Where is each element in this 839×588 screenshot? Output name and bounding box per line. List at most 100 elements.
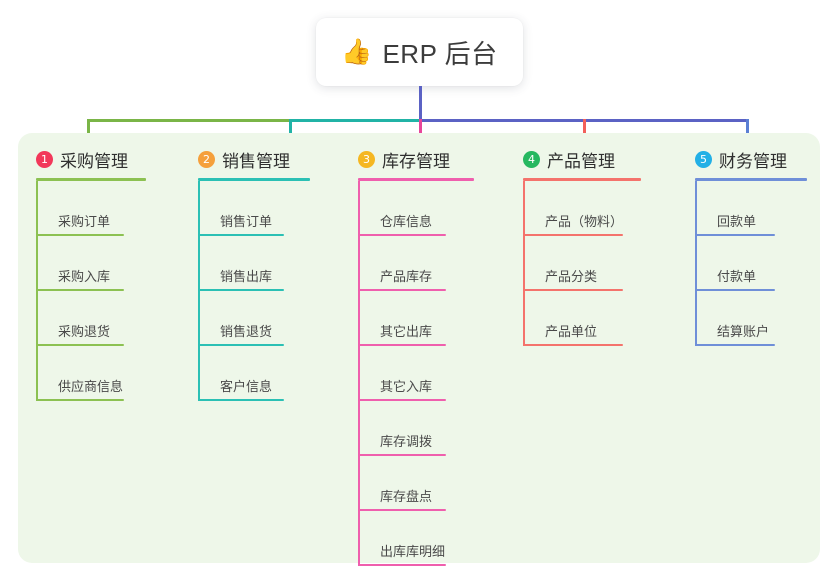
leaf-item[interactable]: 库存盘点	[358, 456, 474, 511]
leaf-item-underline	[36, 234, 124, 236]
root-node[interactable]: 👍 ERP 后台	[316, 18, 523, 86]
column-title: 库存管理	[382, 151, 450, 171]
column-index-badge: 5	[695, 150, 712, 168]
column-items: 回款单付款单结算账户	[695, 181, 807, 346]
leaf-item[interactable]: 产品单位	[523, 291, 641, 346]
connector-bus-green	[87, 119, 289, 122]
leaf-item-label: 结算账户	[717, 324, 770, 339]
leaf-item-label: 产品库存	[380, 269, 433, 284]
leaf-item-label: 供应商信息	[58, 379, 124, 394]
leaf-item-label: 销售退货	[220, 324, 273, 339]
connector-bus-teal	[289, 119, 421, 122]
leaf-item[interactable]: 出库库明细	[358, 511, 474, 566]
leaf-item-label: 销售出库	[220, 269, 273, 284]
column-header[interactable]: 3 库存管理	[358, 147, 474, 171]
leaf-item[interactable]: 客户信息	[198, 346, 310, 401]
leaf-item-label: 出库库明细	[380, 544, 446, 559]
leaf-item-underline	[358, 564, 446, 566]
leaf-item[interactable]: 库存调拨	[358, 401, 474, 456]
column-title: 财务管理	[719, 151, 787, 171]
column-items: 产品（物料） 产品分类产品单位	[523, 181, 641, 346]
column-spine	[36, 181, 38, 401]
leaf-item[interactable]: 产品库存	[358, 236, 474, 291]
leaf-item[interactable]: 付款单	[695, 236, 807, 291]
column-header[interactable]: 2 销售管理	[198, 147, 310, 171]
column-spine	[358, 181, 360, 566]
leaf-item-label: 产品单位	[545, 324, 598, 339]
leaf-item-label: 采购订单	[58, 214, 111, 229]
column-index-badge: 3	[358, 150, 375, 168]
root-title: ERP 后台	[382, 38, 498, 69]
column-index-badge: 4	[523, 150, 540, 168]
leaf-item[interactable]: 其它出库	[358, 291, 474, 346]
leaf-item-underline	[358, 454, 446, 456]
leaf-item-underline	[198, 234, 284, 236]
leaf-item[interactable]: 供应商信息	[36, 346, 146, 401]
column-underline	[36, 178, 146, 181]
leaf-item[interactable]: 产品分类	[523, 236, 641, 291]
leaf-item[interactable]: 产品（物料）	[523, 181, 641, 236]
column-spine	[523, 181, 525, 346]
column-items: 采购订单采购入库采购退货供应商信息	[36, 181, 146, 401]
column-spine	[695, 181, 697, 346]
leaf-item[interactable]: 采购订单	[36, 181, 146, 236]
leaf-item[interactable]: 销售出库	[198, 236, 310, 291]
column-销售管理: 2 销售管理销售订单销售出库销售退货客户信息	[198, 147, 310, 401]
leaf-item[interactable]: 采购入库	[36, 236, 146, 291]
leaf-item-underline	[198, 289, 284, 291]
leaf-item-label: 产品（物料）	[545, 214, 624, 229]
column-underline	[198, 178, 310, 181]
leaf-item-label: 其它入库	[380, 379, 433, 394]
leaf-item-underline	[523, 289, 623, 291]
leaf-item[interactable]: 销售订单	[198, 181, 310, 236]
leaf-item-label: 采购退货	[58, 324, 111, 339]
column-库存管理: 3 库存管理仓库信息产品库存其它出库其它入库库存调拨库存盘点出库库明细	[358, 147, 474, 566]
leaf-item-underline	[358, 289, 446, 291]
leaf-item-underline	[36, 399, 124, 401]
column-title: 采购管理	[60, 151, 128, 171]
leaf-item-label: 客户信息	[220, 379, 273, 394]
leaf-item-label: 产品分类	[545, 269, 598, 284]
column-产品管理: 4 产品管理产品（物料） 产品分类产品单位	[523, 147, 641, 346]
leaf-item-underline	[358, 344, 446, 346]
leaf-item-label: 仓库信息	[380, 214, 433, 229]
column-title: 产品管理	[547, 151, 615, 171]
leaf-item-label: 库存盘点	[380, 489, 433, 504]
column-title: 销售管理	[222, 151, 290, 171]
leaf-item-label: 销售订单	[220, 214, 273, 229]
leaf-item-underline	[358, 234, 446, 236]
column-underline	[695, 178, 807, 181]
leaf-item[interactable]: 销售退货	[198, 291, 310, 346]
leaf-item[interactable]: 采购退货	[36, 291, 146, 346]
leaf-item-label: 库存调拨	[380, 434, 433, 449]
leaf-item-underline	[695, 344, 775, 346]
column-underline	[358, 178, 474, 181]
leaf-item-underline	[198, 344, 284, 346]
column-财务管理: 5 财务管理回款单付款单结算账户	[695, 147, 807, 346]
column-spine	[198, 181, 200, 401]
column-index-badge: 2	[198, 150, 215, 168]
leaf-item-underline	[523, 234, 623, 236]
leaf-item-underline	[523, 344, 623, 346]
thumbs-up-emoji: 👍	[341, 37, 373, 66]
leaf-item-underline	[198, 399, 284, 401]
column-header[interactable]: 4 产品管理	[523, 147, 641, 171]
column-header[interactable]: 5 财务管理	[695, 147, 807, 171]
leaf-item-underline	[36, 344, 124, 346]
column-underline	[523, 178, 641, 181]
leaf-item-label: 回款单	[717, 214, 757, 229]
leaf-item-underline	[36, 289, 124, 291]
leaf-item[interactable]: 其它入库	[358, 346, 474, 401]
leaf-item-underline	[695, 289, 775, 291]
leaf-item[interactable]: 仓库信息	[358, 181, 474, 236]
diagram-panel	[18, 133, 820, 563]
leaf-item[interactable]: 回款单	[695, 181, 807, 236]
leaf-item-underline	[358, 399, 446, 401]
connector-trunk	[419, 86, 422, 122]
column-items: 仓库信息产品库存其它出库其它入库库存调拨库存盘点出库库明细	[358, 181, 474, 566]
leaf-item[interactable]: 结算账户	[695, 291, 807, 346]
leaf-item-underline	[695, 234, 775, 236]
leaf-item-label: 付款单	[717, 269, 757, 284]
